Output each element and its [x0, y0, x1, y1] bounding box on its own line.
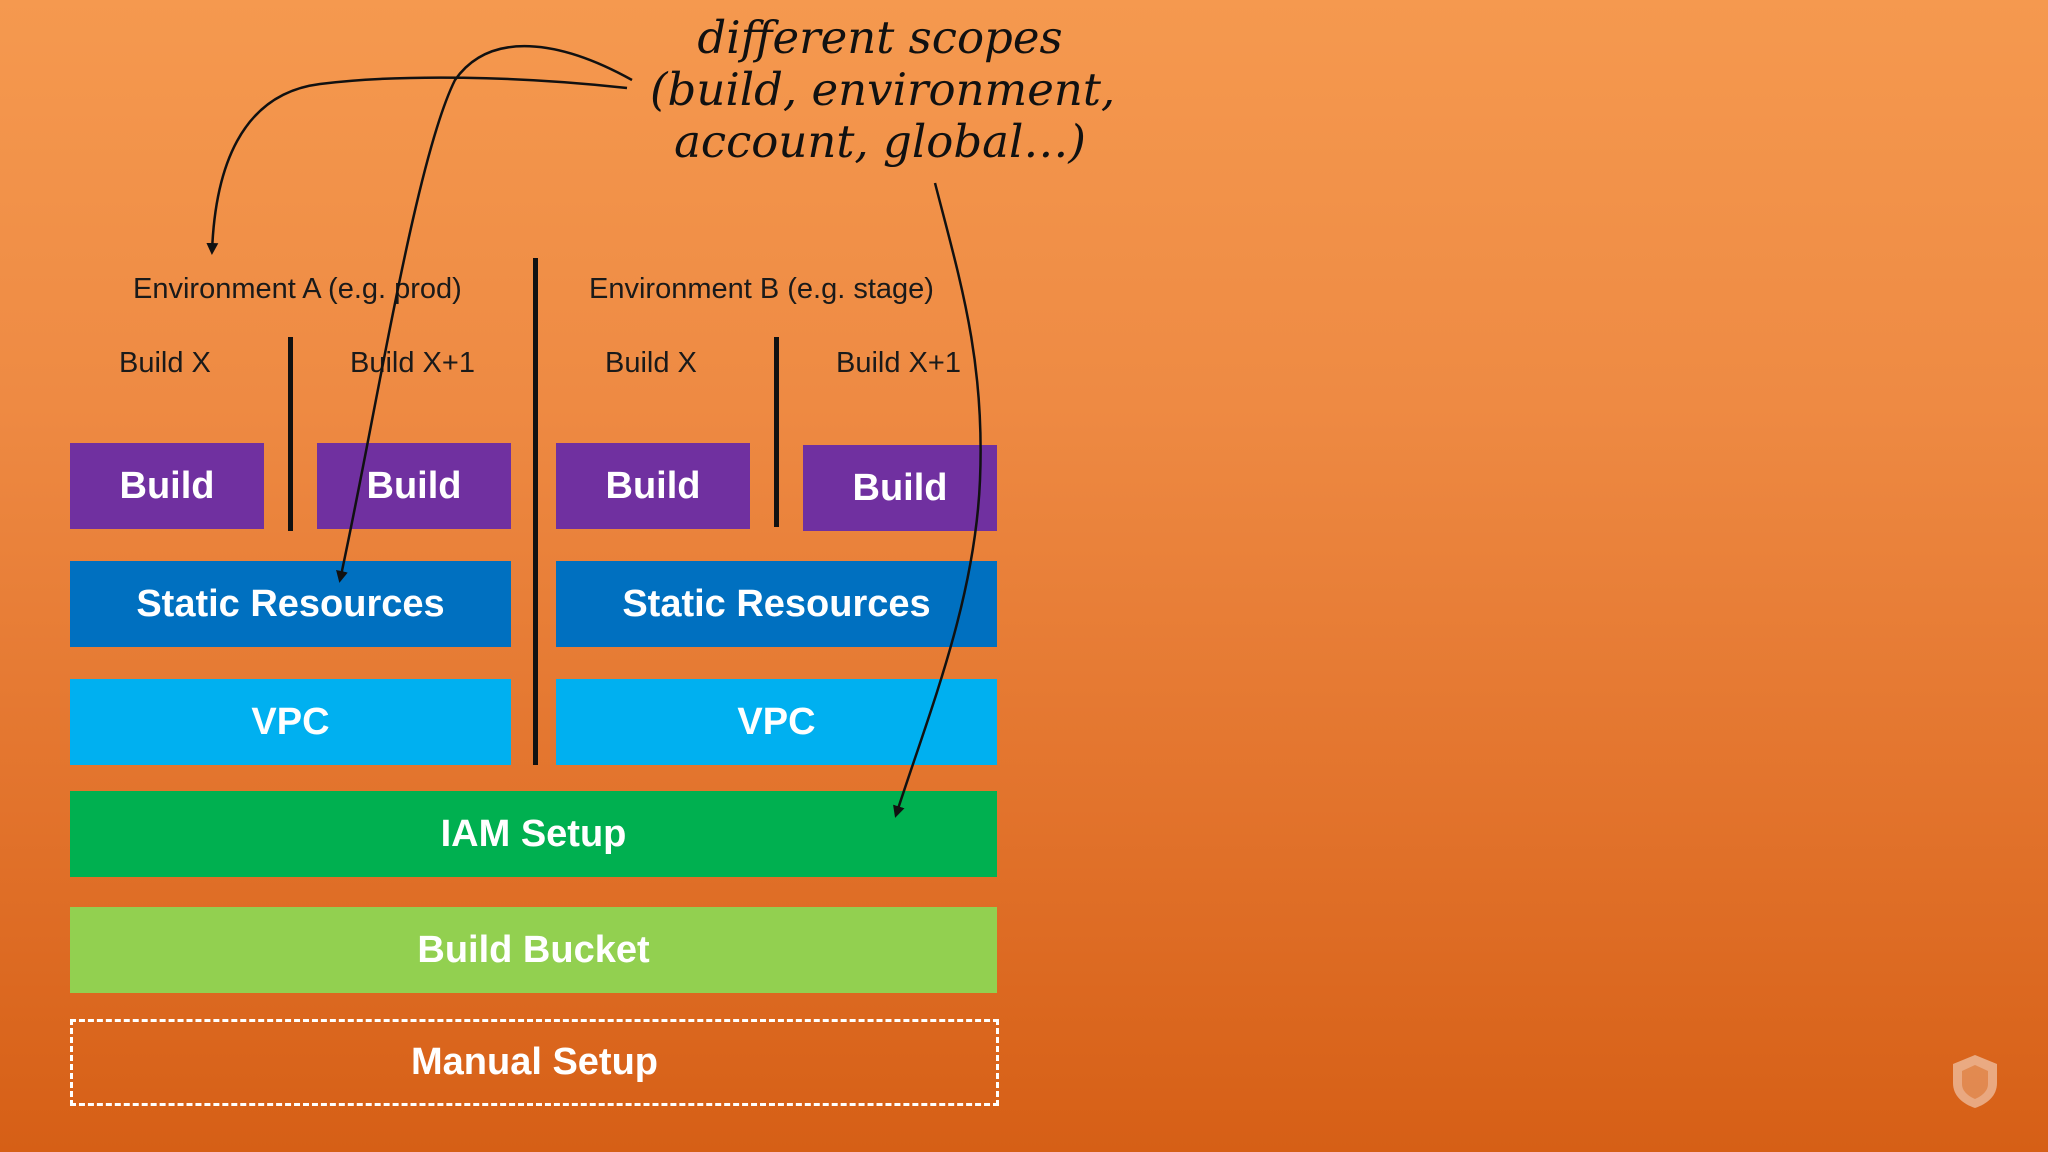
- env-a-build-x-label: Build X: [119, 347, 211, 379]
- environment-b-title: Environment B (e.g. stage): [589, 273, 934, 305]
- build-bucket-block: Build Bucket: [70, 907, 997, 993]
- env-b-build-x1-block: Build: [803, 445, 997, 531]
- env-b-build-x1-label: Build X+1: [836, 347, 961, 379]
- annotation-line-1: different scopes: [697, 11, 1063, 64]
- env-a-build-x-block: Build: [70, 443, 264, 529]
- env-b-build-x-label: Build X: [605, 347, 697, 379]
- environment-divider: [533, 258, 538, 765]
- env-a-vpc-block: VPC: [70, 679, 511, 765]
- annotation-line-2: (build, environment,: [650, 63, 1116, 116]
- env-b-build-divider: [774, 337, 779, 527]
- env-a-build-x1-label: Build X+1: [350, 347, 475, 379]
- env-b-vpc-block: VPC: [556, 679, 997, 765]
- scopes-annotation: different scopes (build, environment, ac…: [650, 11, 1116, 168]
- env-a-build-x1-block: Build: [317, 443, 511, 529]
- manual-setup-block: Manual Setup: [70, 1019, 999, 1106]
- env-b-build-x-block: Build: [556, 443, 750, 529]
- env-b-static-resources-block: Static Resources: [556, 561, 997, 647]
- shield-logo-icon: [1953, 1055, 1997, 1108]
- env-a-static-resources-block: Static Resources: [70, 561, 511, 647]
- env-a-build-divider: [288, 337, 293, 531]
- annotation-line-3: account, global…): [674, 115, 1086, 168]
- environment-a-title: Environment A (e.g. prod): [133, 273, 462, 305]
- arrow-to-environment: [206, 76, 628, 255]
- iam-setup-block: IAM Setup: [70, 791, 997, 877]
